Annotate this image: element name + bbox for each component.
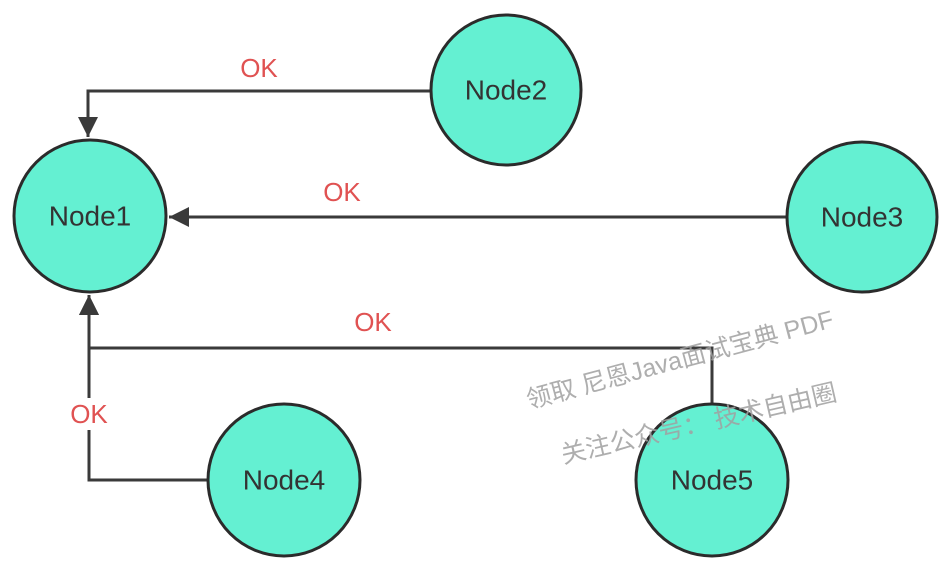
edge-label-bg-node3-to-node1 [318,176,366,208]
edge-label-node5-to-node1: OK [354,307,392,337]
edge-label-bg-node2-to-node1 [235,52,283,84]
edge-label-node4-to-node1: OK [70,399,108,429]
node-label-node5: Node5 [671,465,754,496]
edge-label-bg-node4-to-node1 [65,398,113,430]
edge-labels-layer: OK OK OK OK [65,52,397,430]
node-label-node1: Node1 [49,201,132,232]
edge-node4-to-node1 [79,295,208,482]
node-node3 [785,140,939,294]
node-label-node4: Node4 [243,465,326,496]
edge-label-node2-to-node1: OK [240,53,278,83]
node-label-node2: Node2 [465,75,548,106]
node-node4 [206,402,362,558]
node-node2 [429,13,583,167]
node-label-node3: Node3 [821,202,904,233]
node-node1 [12,138,168,294]
edges-layer [78,89,787,482]
edge-label-node3-to-node1: OK [323,177,361,207]
edge-node2-to-node1 [78,89,431,137]
edge-label-bg-node5-to-node1 [349,306,397,338]
node-node5 [634,402,790,558]
